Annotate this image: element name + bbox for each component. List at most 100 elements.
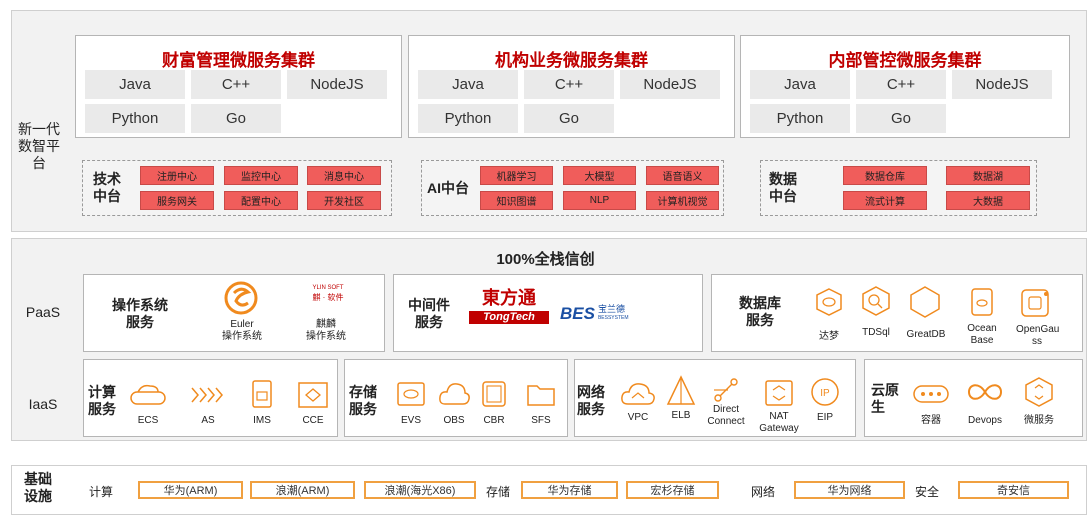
storage-item: OBS [443,415,465,426]
ai-middle-platform: AI中台 机器学习 大模型 语音语义 知识图谱 NLP 计算机视觉 [421,160,724,216]
opengauss-icon [1021,289,1049,317]
cluster-institution: 机构业务微服务集群 Java C++ NodeJS Python Go [408,35,735,138]
data-item: 数据仓库 [843,166,927,185]
os-label: 操作系统 服务 [112,297,168,330]
data-item: 大数据 [946,191,1030,210]
infra-storage-label: 存储 [486,485,511,499]
bes-text: BES [560,304,595,323]
dameng-icon [816,288,842,316]
lang-chip: Go [191,104,281,133]
lang-chip: NodeJS [287,70,387,99]
cloudnative-label: 云原 生 [871,382,899,415]
data-platform-label: 数据 中台 [769,171,797,204]
infra-label: 基础 设施 [24,471,52,504]
os-service-box: 操作系统 服务 Euler 操作系统 YLIN SOFT 麒 · 软件 麒麟 操… [83,274,385,352]
euler-logo-icon [224,281,258,315]
iaas-label: IaaS [28,396,58,412]
cluster-title: 内部管控微服务集群 [828,51,982,70]
compute-item: AS [201,415,215,426]
data-item: 数据湖 [946,166,1030,185]
infra-security-item: 奇安信 [958,481,1069,499]
svg-text:IP: IP [820,388,830,399]
compute-service-box: 计算 服务 ECS AS IMS CCE [83,359,338,437]
lang-chip: Python [85,104,185,133]
tongtech-logo-icon: 東方通 TongTech [469,289,549,324]
as-icon [191,387,223,403]
infra-compute-item: 华为(ARM) [138,481,243,499]
ai-item: NLP [563,191,636,210]
cluster-title: 机构业务微服务集群 [495,51,648,70]
tech-item: 服务网关 [140,191,214,210]
tech-item: 注册中心 [140,166,214,185]
ai-item: 语音语义 [646,166,719,185]
compute-item: ECS [137,415,159,426]
devops-icon [967,384,1003,400]
digital-platform-label: 新一代 数智平台 [18,121,60,171]
ai-item: 计算机视觉 [646,191,719,210]
infra-security-label: 安全 [915,485,940,499]
eip-icon: IP [811,378,839,406]
middleware-label: 中间件 服务 [408,297,450,330]
infra-compute-label: 计算 [89,485,114,499]
container-icon [913,385,949,403]
cloudnative-item: Devops [968,415,1002,426]
direct-connect-icon [714,378,738,402]
ai-platform-label: AI中台 [427,180,469,196]
cluster-internal-control: 内部管控微服务集群 Java C++ NodeJS Python Go [740,35,1070,138]
storage-item: EVS [400,415,421,426]
oceanbase-icon [971,288,993,316]
network-item: NAT Gateway [759,411,799,434]
storage-label: 存储 服务 [349,384,377,417]
infra-storage-item: 华为存储 [521,481,618,499]
network-item: Direct Connect [707,404,745,427]
cloudnative-service-box: 云原 生 容器 Devops 微服务 [864,359,1083,437]
vpc-icon [621,383,655,405]
network-label: 网络 服务 [577,384,605,417]
evs-icon [397,382,425,406]
network-item: VPC [627,412,649,423]
tech-item: 开发社区 [307,191,381,210]
lang-chip: Go [524,104,614,133]
bes-logo-icon: BES 宝兰德 BESSYSTEM [560,299,640,329]
tech-item: 消息中心 [307,166,381,185]
lang-chip: Java [85,70,185,99]
elb-icon [666,375,696,405]
lang-chip: NodeJS [952,70,1052,99]
db-item: OpenGau ss [1016,324,1060,347]
ai-item: 知识图谱 [480,191,553,210]
lang-chip: Go [856,104,946,133]
tdsql-icon [862,286,890,316]
tech-item: 监控中心 [224,166,298,185]
cluster-wealth: 财富管理微服务集群 Java C++ NodeJS Python Go [75,35,402,138]
kylin-label: 麒麟 操作系统 [306,319,346,342]
database-service-box: 数据库 服务 达梦 TDSql GreatDB Ocean Base OpenG… [711,274,1083,352]
tech-platform-label: 技术 中台 [93,171,121,204]
storage-service-box: 存储 服务 EVS OBS CBR SFS [344,359,568,437]
db-item: Ocean Base [967,323,997,346]
ecs-icon [130,384,166,405]
tech-item: 配置中心 [224,191,298,210]
db-item: GreatDB [906,329,946,340]
microservice-icon [1025,377,1053,407]
section-title: 100%全栈信创 [496,251,595,268]
data-item: 流式计算 [843,191,927,210]
sfs-icon [527,385,555,406]
kylin-logo-top: YLIN SOFT [312,285,344,291]
infra-storage-item: 宏杉存储 [626,481,719,499]
db-item: TDSql [862,327,890,338]
lang-chip: Python [750,104,850,133]
ai-item: 大模型 [563,166,636,185]
storage-item: SFS [531,415,551,426]
tech-middle-platform: 技术 中台 注册中心 监控中心 消息中心 服务网关 配置中心 开发社区 [82,160,392,216]
lang-chip: Python [418,104,518,133]
infra-compute-item: 浪潮(ARM) [250,481,355,499]
cloudnative-item: 容器 [921,415,941,426]
lang-chip: NodeJS [620,70,720,99]
network-item: ELB [671,410,691,421]
infra-network-label: 网络 [751,485,776,499]
ims-icon [252,380,272,408]
network-item: EIP [816,412,834,423]
database-label: 数据库 服务 [739,295,781,328]
compute-label: 计算 服务 [88,384,116,417]
kylin-logo-bottom: 麒 · 软件 [312,293,344,302]
